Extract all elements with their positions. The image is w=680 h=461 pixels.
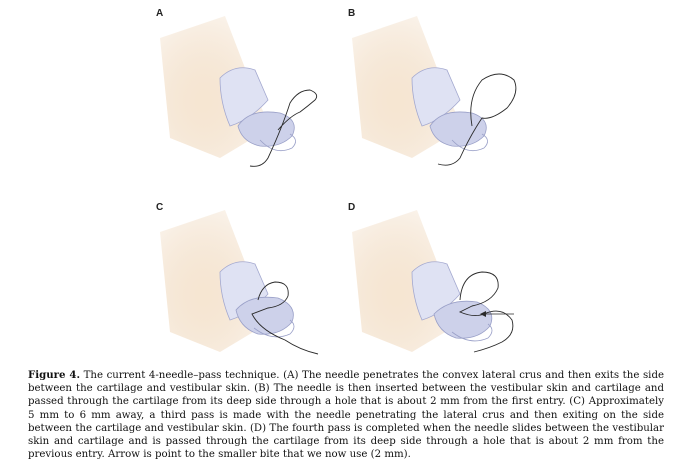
illustration-b [342, 8, 542, 168]
figure-caption: Figure 4. The current 4-needle–pass tech… [28, 369, 664, 461]
illustration-d [342, 202, 542, 362]
caption-label: Figure 4. [28, 369, 80, 381]
panel-c: C [150, 202, 350, 362]
panel-d: D [342, 202, 542, 362]
illustration-a [150, 8, 350, 168]
caption-text: The current 4-needle–pass technique. (A)… [28, 370, 664, 460]
panel-a: A [150, 8, 350, 168]
panel-b: B [342, 8, 542, 168]
illustration-c [150, 202, 350, 362]
